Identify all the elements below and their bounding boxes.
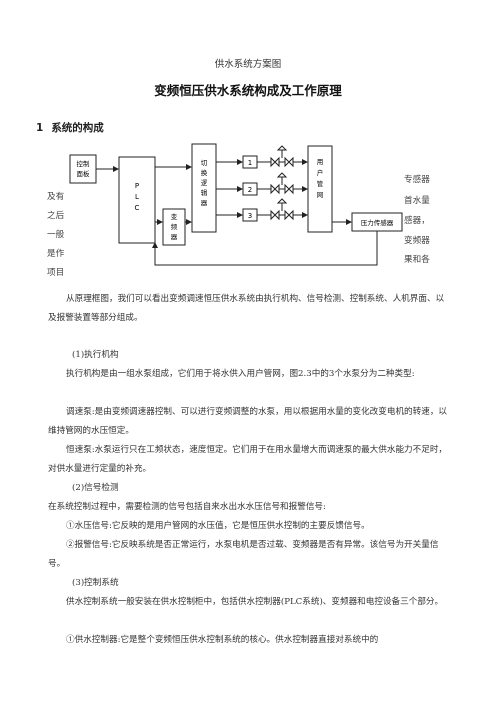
right-text-fragment: 首水量 — [404, 196, 430, 206]
section-number: 1 — [36, 122, 44, 134]
pipe-network-label-2: 户 — [317, 168, 324, 177]
paragraph: 从原理框图，我们可以看出变频调速恒压供水系统由执行机构、信号检测、控制系统、人机… — [48, 294, 445, 323]
section-heading: 1 系统的构成 — [36, 120, 104, 135]
subsection-heading: (1)执行机构 — [72, 350, 119, 360]
pump-line-2: 2 — [216, 172, 308, 196]
feedback-line — [152, 231, 378, 266]
paragraph: 调速泵:是由变频调速器控制、可以进行变频调整的水泵，用以根据用水量的变化改变电机… — [48, 407, 448, 436]
page-title: 变频恒压供水系统构成及工作原理 — [154, 83, 342, 98]
right-text-fragment: 感器， — [404, 216, 430, 226]
paragraph: 供水控制系统一般安装在供水控制柜中，包括供水控制器(PLC系统)、变频器和电控设… — [66, 597, 444, 607]
inverter-label-1: 变 — [171, 212, 178, 221]
plc-label-l: L — [135, 193, 139, 201]
pump-line-1: 1 — [216, 145, 308, 169]
svg-text:3: 3 — [248, 212, 252, 220]
paragraph: 执行机构是由一组水泵组成，它们用于将水供入用户管网，图2.3中的3个水泵分为二种… — [66, 369, 415, 379]
paragraph: ②报警信号:它反映系统是否正常运行，水泵电机是否过载、变频器是否有异常。该信号为… — [48, 540, 439, 569]
left-text-fragment: 及有 — [47, 192, 65, 202]
switch-unit-label-1: 切 — [201, 159, 208, 167]
paragraph: ①供水控制器:它是整个变频恒压供水控制系统的核心。供水控制器直接对系统中的 — [66, 635, 379, 645]
control-panel-label-2: 面板 — [77, 169, 91, 178]
switch-unit-label-4: 辑 — [201, 188, 208, 197]
subsection-heading: (3)控制系统 — [72, 578, 119, 588]
svg-text:1: 1 — [248, 159, 252, 167]
control-panel-label-1: 控制 — [77, 159, 91, 168]
plc-box — [118, 156, 156, 244]
paragraph: 在系统控制过程中，需要检测的信号包括自来水出水水压信号和报警信号: — [48, 502, 326, 512]
plc-label-c: C — [135, 204, 140, 212]
pipe-network-label-1: 用 — [317, 158, 324, 166]
left-text-fragment: 之后 — [47, 211, 65, 221]
section-title: 系统的构成 — [51, 122, 104, 134]
switch-unit-label-2: 换 — [201, 168, 208, 177]
paragraph: 恒速泵:水泵运行只在工频状态，速度恒定。它们用于在用水量增大而调速泵的最大供水能… — [48, 445, 448, 474]
pipe-network-label-3: 管 — [317, 179, 324, 188]
inverter-label-2: 频 — [171, 222, 178, 231]
switch-unit-box — [191, 143, 217, 233]
right-text-fragment: 变频器 — [404, 236, 430, 246]
plc-label-p: P — [135, 182, 139, 190]
switch-unit-label-3: 逻 — [201, 178, 208, 187]
left-text-fragment: 一般 — [47, 230, 65, 240]
pump-line-3: 3 — [216, 198, 308, 222]
paragraph: ①水压信号:它反映的是用户管网的水压值，它是恒压供水控制的主要反馈信号。 — [66, 521, 370, 531]
document-header: 供水系统方案图 — [214, 59, 282, 70]
left-text-fragment: 项目 — [47, 268, 65, 278]
right-text-fragment: 专感器 — [404, 175, 430, 185]
pressure-sensor-label: 压力传感器 — [361, 218, 394, 227]
svg-text:2: 2 — [248, 186, 252, 194]
switch-unit-label-5: 器 — [201, 199, 208, 207]
inverter-box — [162, 208, 186, 246]
right-text-fragment: 果和各 — [404, 255, 430, 265]
pipe-network-label-4: 网 — [317, 191, 324, 199]
subsection-heading: (2)信号检测 — [72, 483, 119, 493]
pipe-network-box — [307, 145, 333, 233]
left-text-fragment: 是作 — [47, 249, 65, 259]
inverter-label-3: 器 — [171, 233, 178, 241]
